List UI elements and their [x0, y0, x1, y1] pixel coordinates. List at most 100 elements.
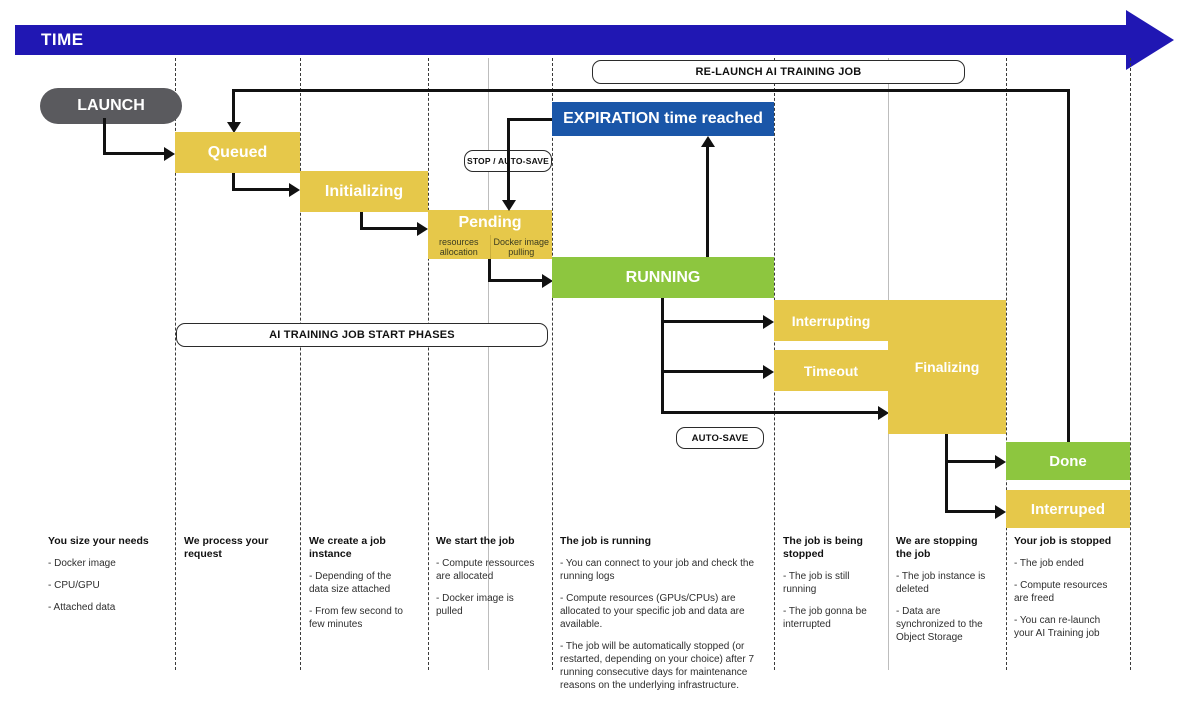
- node-pending-substep-resources: resources allocation: [428, 235, 490, 259]
- note-column-7: Your job is stopped - The job ended - Comp…: [1014, 535, 1124, 649]
- node-pending-substeps: resources allocation Docker image pullin…: [428, 235, 552, 259]
- note-bullet: - The job ended: [1014, 558, 1084, 570]
- callout-relaunch: RE-LAUNCH AI TRAINING JOB: [592, 60, 965, 84]
- note-bullet: - Depending of the data size attached: [309, 571, 392, 596]
- queued-to-initializing-horizontal: [232, 188, 290, 191]
- node-interrupted-label: Interruped: [1030, 500, 1106, 518]
- note-title: We are stopping the job: [896, 535, 978, 561]
- finalizing-to-done-horizontal: [945, 460, 996, 463]
- pending-to-running-arrowhead-icon: [542, 274, 553, 288]
- guideline-9: [1130, 58, 1131, 670]
- note-bullet: - Compute resources are freed: [1014, 580, 1108, 605]
- node-initializing-label: Initializing: [324, 182, 404, 200]
- note-column-3: We start the job - Compute ressources are…: [436, 535, 546, 627]
- note-column-6: We are stopping the job - The job instanc…: [896, 535, 1000, 653]
- node-interrupting[interactable]: Interrupting: [774, 300, 888, 341]
- time-axis-banner: TIME: [15, 25, 1133, 55]
- diagram-canvas: TIME RE-LAUNCH AI TRAINING JOB LAUNCH Qu…: [0, 10, 1200, 691]
- node-timeout-label: Timeout: [803, 362, 859, 379]
- running-to-finalizing-horizontal: [661, 411, 879, 414]
- note-column-0: You size your needs - Docker image - CPU/G…: [48, 535, 168, 623]
- node-finalizing-label: Finalizing: [914, 359, 980, 375]
- note-bullet: - Docker image: [48, 558, 116, 570]
- guideline-1: [175, 58, 176, 670]
- note-bullet: - You can re-launch your AI Training job: [1014, 615, 1101, 640]
- stop-autosave-top-horizontal: [508, 118, 556, 121]
- node-queued[interactable]: Queued: [175, 132, 300, 173]
- note-bullet: - Docker image is pulled: [436, 593, 514, 618]
- stop-autosave-left-vertical: [507, 118, 510, 204]
- note-bullet: - Compute ressources are allocated: [436, 558, 535, 583]
- callout-start-phases: AI TRAINING JOB START PHASES: [176, 323, 548, 347]
- finalizing-to-interrupted-arrowhead-icon: [995, 505, 1006, 519]
- finalizing-to-interrupted-horizontal: [945, 510, 996, 513]
- note-bullet: - Data are synchronized to the Object St…: [896, 606, 983, 644]
- note-bullet: - You can connect to your job and check …: [560, 558, 755, 583]
- queued-to-initializing-vertical: [232, 173, 235, 190]
- note-column-4: The job is running - You can connect to y…: [560, 535, 768, 701]
- node-expiration-label: EXPIRATION time reached: [563, 110, 763, 127]
- running-to-timeout-horizontal: [661, 370, 764, 373]
- time-arrow-icon: [1126, 10, 1174, 70]
- initializing-to-pending-horizontal: [360, 227, 418, 230]
- initializing-to-pending-arrowhead-icon: [417, 222, 428, 236]
- note-title: We start the job: [436, 535, 515, 547]
- node-running[interactable]: RUNNING: [552, 257, 774, 298]
- notes-row: You size your needs - Docker image - CPU/G…: [0, 525, 1200, 691]
- note-title: The job is being stopped: [783, 535, 863, 561]
- node-pending-substep-docker: Docker image pulling: [489, 235, 552, 259]
- relaunch-loop-right-vertical: [1067, 89, 1070, 442]
- guideline-4-solid: [488, 58, 489, 670]
- note-title: Your job is stopped: [1014, 535, 1112, 547]
- relaunch-arrowhead-icon: [227, 122, 241, 133]
- callout-autosave: AUTO-SAVE: [676, 427, 764, 449]
- stop-autosave-arrowhead-icon: [502, 200, 516, 211]
- note-title: We process your request: [184, 535, 269, 561]
- note-bullet: - The job is still running: [783, 571, 850, 596]
- note-bullet: - The job gonna be interrupted: [783, 606, 867, 631]
- node-pending[interactable]: Pending: [428, 210, 552, 235]
- node-timeout[interactable]: Timeout: [774, 350, 888, 391]
- node-pending-label: Pending: [458, 213, 522, 231]
- relaunch-loop-left-vertical: [232, 89, 235, 123]
- note-bullet: - Attached data: [48, 602, 116, 614]
- launch-to-queued-horizontal: [103, 152, 166, 155]
- guideline-3: [428, 58, 429, 670]
- running-to-interrupting-arrowhead-icon: [763, 315, 774, 329]
- note-column-5: The job is being stopped - The job is sti…: [783, 535, 883, 640]
- note-column-1: We process your request: [184, 535, 292, 570]
- launch-to-queued-arrowhead-icon: [164, 147, 175, 161]
- node-expiration[interactable]: EXPIRATION time reached: [552, 102, 774, 136]
- running-to-finalizing-arrowhead-icon: [878, 406, 889, 420]
- guideline-8: [1006, 58, 1007, 670]
- node-done[interactable]: Done: [1006, 442, 1130, 480]
- node-interrupting-label: Interrupting: [791, 312, 871, 329]
- callout-autosave-label: AUTO-SAVE: [691, 432, 749, 444]
- finalizing-fanout-vertical: [945, 434, 948, 512]
- running-to-expiration-vertical: [706, 146, 709, 258]
- node-interrupted[interactable]: Interruped: [1006, 490, 1130, 528]
- node-done-label: Done: [1049, 452, 1087, 470]
- node-initializing[interactable]: Initializing: [300, 171, 428, 212]
- note-bullet: - CPU/GPU: [48, 580, 100, 592]
- callout-relaunch-label: RE-LAUNCH AI TRAINING JOB: [695, 66, 862, 78]
- note-bullet: - The job will be automatically stopped …: [560, 641, 755, 692]
- node-finalizing[interactable]: Finalizing: [888, 300, 1006, 434]
- running-to-interrupting-horizontal: [661, 320, 764, 323]
- note-bullet: - Compute resources (GPUs/CPUs) are allo…: [560, 593, 745, 631]
- node-launch[interactable]: LAUNCH: [40, 88, 182, 124]
- note-bullet: - The job instance is deleted: [896, 571, 986, 596]
- relaunch-loop-horizontal: [233, 89, 1070, 92]
- launch-to-queued-vertical: [103, 118, 106, 155]
- initializing-to-pending-vertical: [360, 212, 363, 229]
- guideline-5: [552, 58, 553, 670]
- note-title: The job is running: [560, 535, 651, 547]
- running-to-expiration-arrowhead-icon: [701, 136, 715, 147]
- note-column-2: We create a job instance - Depending of t…: [309, 535, 421, 640]
- running-fanout-vertical: [661, 298, 664, 413]
- note-title: We create a job instance: [309, 535, 386, 561]
- pending-to-running-horizontal: [488, 279, 543, 282]
- note-title: You size your needs: [48, 535, 149, 547]
- pending-to-running-vertical: [488, 259, 491, 281]
- note-bullet: - From few second to few minutes: [309, 606, 403, 631]
